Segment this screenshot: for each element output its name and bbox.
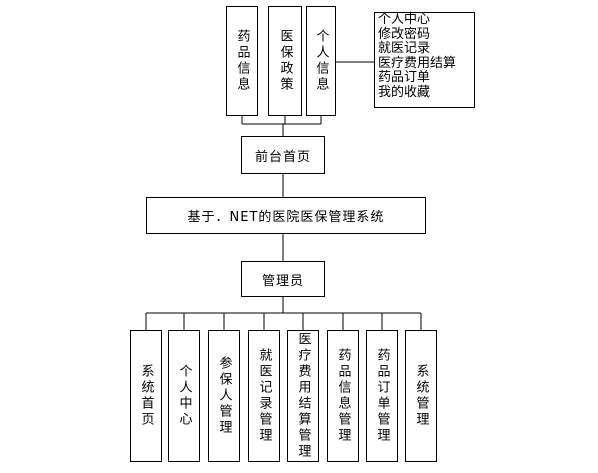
list-item: 就医记录 <box>378 41 431 57</box>
admin-box: 管理员 <box>241 261 325 297</box>
module-label: 系统首页 <box>138 364 154 428</box>
module-label: 药品信息 <box>234 29 250 93</box>
system-title-label: 基于．NET的医院医保管理系统 <box>187 210 385 225</box>
list-item: 医疗费用结算 <box>378 55 457 71</box>
front-home-box: 前台首页 <box>241 136 325 174</box>
module-label: 系统管理 <box>413 364 429 428</box>
admin-label: 管理员 <box>261 273 304 289</box>
personal-info-list: 个人中心 修改密码 就医记录 医疗费用结算 药品订单 我的收藏 <box>374 12 475 108</box>
module-label: 参保人管理 <box>216 356 232 436</box>
admin-module-medical-record-management: 就医记录管理 <box>248 330 280 462</box>
admin-module-expense-settlement-management: 医疗费用结算管理 <box>287 330 319 462</box>
module-box-drug-info: 药品信息 <box>226 6 258 116</box>
admin-module-system-management: 系统管理 <box>405 330 437 462</box>
list-item: 我的收藏 <box>378 84 431 100</box>
module-label: 个人中心 <box>176 364 192 428</box>
module-label: 药品信息管理 <box>335 348 351 444</box>
list-item: 修改密码 <box>378 26 431 42</box>
system-title-box: 基于．NET的医院医保管理系统 <box>146 197 426 234</box>
admin-module-insured-management: 参保人管理 <box>208 330 240 462</box>
front-home-label: 前台首页 <box>254 149 311 165</box>
list-item: 个人中心 <box>378 12 431 27</box>
module-label: 医疗费用结算管理 <box>295 332 311 460</box>
module-label: 个人信息 <box>313 29 329 93</box>
module-label: 药品订单管理 <box>374 348 390 444</box>
module-label: 医保政策 <box>277 29 293 93</box>
admin-module-drug-info-management: 药品信息管理 <box>327 330 359 462</box>
module-box-insurance-policy: 医保政策 <box>268 6 302 116</box>
admin-module-system-home: 系统首页 <box>130 330 162 462</box>
admin-module-personal-center: 个人中心 <box>168 330 200 462</box>
module-box-personal-info: 个人信息 <box>306 6 336 116</box>
list-item: 药品订单 <box>378 70 431 86</box>
module-label: 就医记录管理 <box>256 348 272 444</box>
admin-module-drug-order-management: 药品订单管理 <box>366 330 398 462</box>
